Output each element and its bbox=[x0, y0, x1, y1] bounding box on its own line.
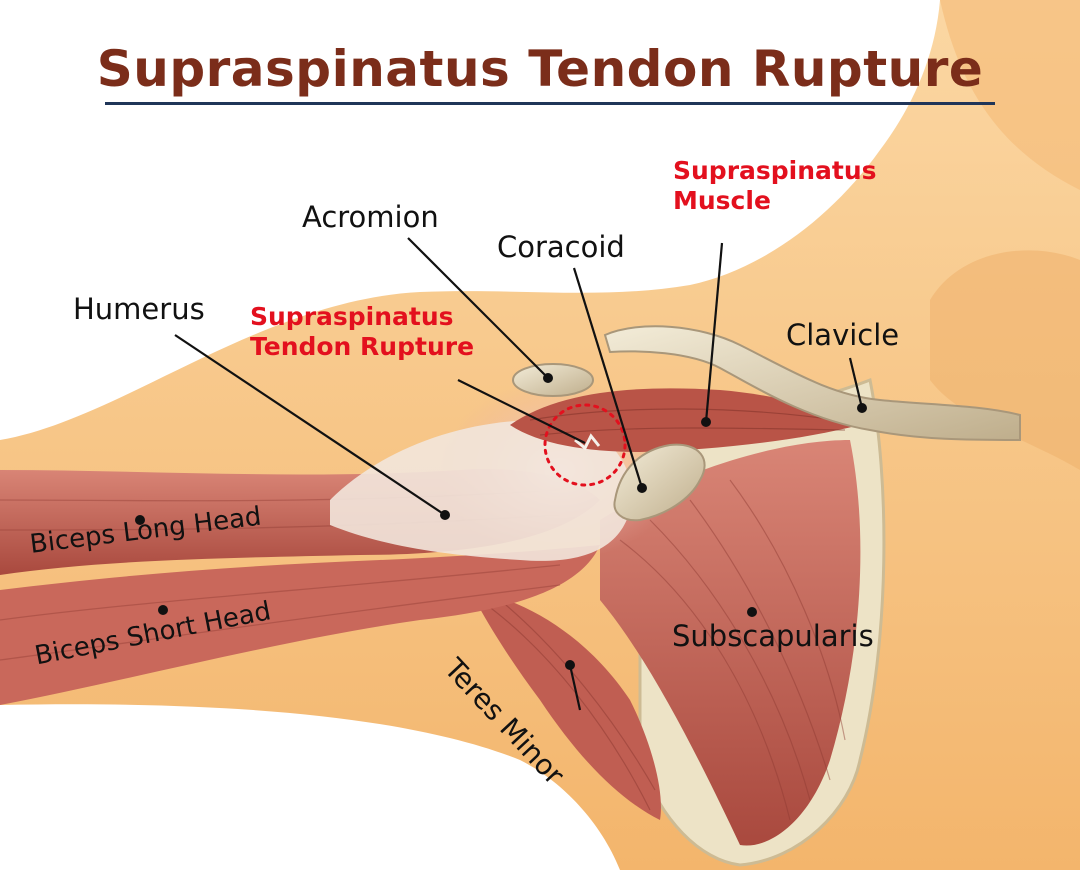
teres-minor-muscle bbox=[470, 590, 661, 820]
tendon-rupture-leader bbox=[457, 379, 586, 444]
subscapularis-muscle bbox=[600, 440, 861, 846]
label-tendon-rupture-line1: Supraspinatus bbox=[250, 302, 454, 331]
subscapularis-fibers bbox=[619, 479, 846, 821]
label-tendon-rupture-line2: Tendon Rupture bbox=[250, 332, 475, 361]
biceps-short-head-dot bbox=[158, 605, 168, 615]
teres-minor-leader bbox=[568, 664, 582, 711]
neck-shading bbox=[940, 0, 1080, 190]
label-acromion: Acromion bbox=[302, 200, 439, 234]
clavicle-dot bbox=[857, 403, 867, 413]
biceps-long-head-dot bbox=[135, 515, 145, 525]
teres-minor-dot bbox=[565, 660, 575, 670]
humerus-dot bbox=[440, 510, 450, 520]
humerus-head bbox=[330, 420, 632, 561]
title-underline bbox=[105, 102, 995, 105]
label-clavicle: Clavicle bbox=[786, 318, 900, 352]
rupture-circle bbox=[543, 403, 627, 487]
page-title: Supraspinatus Tendon Rupture bbox=[96, 40, 984, 98]
trapezius-shading bbox=[930, 250, 1080, 470]
supraspinatus-muscle-leader bbox=[704, 242, 724, 423]
label-supraspinatus-muscle: Supraspinatus Muscle bbox=[673, 156, 877, 216]
leader-lines bbox=[174, 237, 864, 711]
label-tendon-rupture: Supraspinatus Tendon Rupture bbox=[250, 302, 474, 362]
acromion-dot bbox=[543, 373, 553, 383]
subscapularis-dot bbox=[747, 607, 757, 617]
label-coracoid: Coracoid bbox=[497, 230, 625, 264]
clavicle-bone bbox=[603, 325, 1021, 442]
supraspinatus-muscle-dot bbox=[701, 417, 711, 427]
acromion-bone bbox=[512, 363, 594, 397]
label-humerus: Humerus bbox=[73, 292, 205, 326]
coracoid-bone bbox=[613, 443, 706, 522]
rupture-tear bbox=[574, 433, 601, 451]
supraspinatus-muscle bbox=[510, 388, 860, 452]
acromion-leader bbox=[407, 237, 549, 379]
humerus-leader bbox=[174, 334, 446, 516]
coracoid-dot bbox=[637, 483, 647, 493]
label-subscapularis: Subscapularis bbox=[672, 619, 874, 653]
supraspinatus-fibers bbox=[529, 408, 851, 436]
label-supraspinatus-muscle-line2: Muscle bbox=[673, 186, 771, 215]
coracoid-leader bbox=[572, 267, 644, 489]
leader-dots bbox=[135, 373, 867, 670]
biceps-short-head-muscle bbox=[0, 545, 600, 705]
clavicle-leader bbox=[848, 357, 864, 409]
label-supraspinatus-muscle-line1: Supraspinatus bbox=[673, 156, 877, 185]
